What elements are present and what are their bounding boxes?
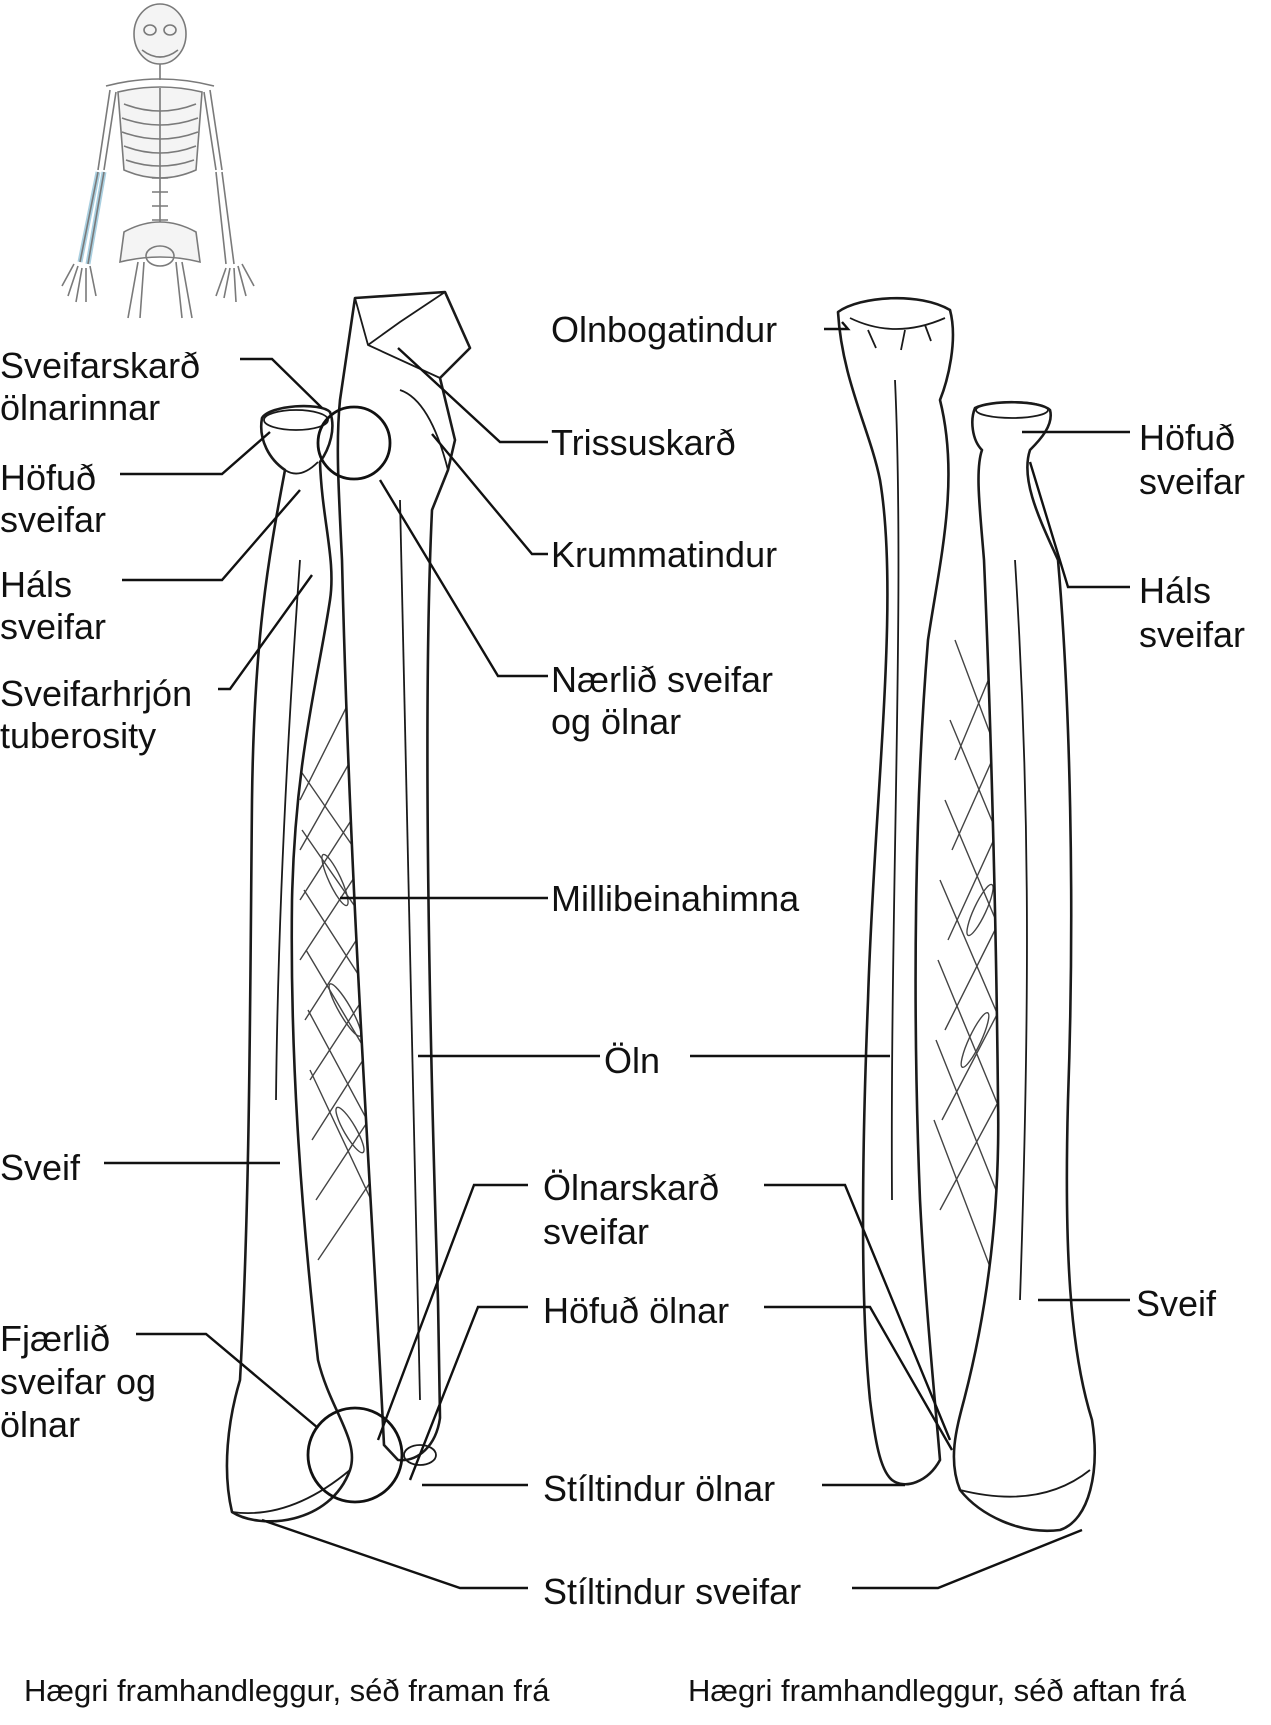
anterior-ulna	[336, 290, 472, 1462]
anterior-view	[225, 290, 472, 1523]
label-head-of-ulna: Höfuð ölnar	[543, 1290, 729, 1331]
label-interosseous-membrane: Millibeinahimna	[551, 878, 800, 919]
skeleton-thumbnail	[61, 3, 255, 319]
label-olecranon: Olnbogatindur	[551, 309, 777, 350]
posterior-view	[836, 296, 1096, 1533]
label-radius-posterior: Sveif	[1136, 1283, 1217, 1324]
label-ulna: Öln	[604, 1040, 660, 1081]
posterior-interosseous-membrane	[933, 639, 1016, 1281]
label-styloid-process-radius: Stíltindur sveifar	[543, 1571, 801, 1612]
leader-lines	[104, 321, 1130, 1590]
anterior-radius	[225, 404, 354, 1523]
label-radius-anterior: Sveif	[0, 1147, 81, 1188]
posterior-ulna	[836, 296, 955, 1486]
anterior-interosseous-membrane	[299, 639, 396, 1261]
label-coronoid-process: Krummatindur	[551, 534, 777, 575]
posterior-radius	[952, 400, 1096, 1533]
captions: Hægri framhandleggur, séð framan frá Hæg…	[24, 1673, 1187, 1708]
caption-anterior-view: Hægri framhandleggur, séð framan frá	[24, 1673, 550, 1708]
label-trochlear-notch: Trissuskarð	[551, 422, 736, 463]
caption-posterior-view: Hægri framhandleggur, séð aftan frá	[688, 1673, 1187, 1708]
label-styloid-process-ulna: Stíltindur ölnar	[543, 1468, 775, 1509]
proximal-joint-circle	[316, 405, 392, 481]
distal-joint-circle	[306, 1406, 404, 1504]
